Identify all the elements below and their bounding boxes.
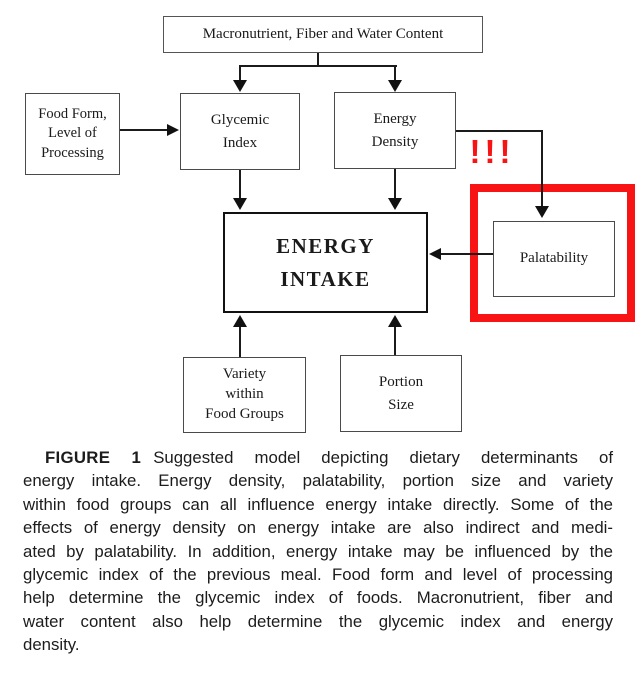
node-label: Glycemic xyxy=(210,112,270,128)
node-food-form: Food Form, Level of Processing xyxy=(25,93,120,175)
arrowhead-variety-intake-icon xyxy=(233,315,247,327)
node-glycemic-index: Glycemic Index xyxy=(180,93,300,170)
caption-line: glycemic index of the previous meal. Foo… xyxy=(23,565,613,585)
arrow-portion-to-intake xyxy=(394,326,396,355)
node-palatability: Palatability xyxy=(493,221,615,297)
arrowhead-energydensity-intake-icon xyxy=(388,198,402,210)
caption-line: FIGURE 1 Suggested model depicting dietar… xyxy=(23,446,613,469)
node-label: Food Groups xyxy=(205,405,284,422)
arrow-macro-stem xyxy=(317,53,319,67)
arrow-energydensity-to-intake xyxy=(394,169,396,199)
arrowhead-to-energy-density-icon xyxy=(388,80,402,92)
arrow-energydensity-elbow-v xyxy=(541,130,543,207)
caption-text: Suggested model depicting dietary determ… xyxy=(153,448,614,467)
node-macronutrient: Macronutrient, Fiber and Water Content xyxy=(163,16,483,53)
node-label: INTAKE xyxy=(280,266,371,291)
node-label: Level of xyxy=(48,125,97,142)
figure-caption: FIGURE 1 Suggested model depicting dietar… xyxy=(23,446,613,657)
node-label: Energy xyxy=(373,111,417,127)
figure-label: FIGURE 1 xyxy=(45,448,142,467)
node-label: within xyxy=(225,386,264,403)
node-label: Macronutrient, Fiber and Water Content xyxy=(202,25,444,42)
node-label: Palatability xyxy=(519,250,589,267)
node-label: ENERGY xyxy=(276,233,375,258)
node-label: Portion xyxy=(378,374,424,390)
arrow-macro-to-glycemic xyxy=(239,65,241,82)
arrow-palatability-to-intake xyxy=(440,253,493,255)
arrow-macro-to-energy-density xyxy=(394,65,396,82)
caption-line: energy intake. Energy density, palatabil… xyxy=(23,471,613,491)
arrow-foodform-to-glycemic xyxy=(120,129,168,131)
arrow-glycemic-to-intake xyxy=(239,170,241,199)
caption-line: within food groups can all influence ene… xyxy=(23,494,613,514)
node-label: Variety xyxy=(222,366,267,383)
node-label: Index xyxy=(222,134,258,151)
node-label: Density xyxy=(371,133,419,150)
arrowhead-to-glycemic-icon xyxy=(233,80,247,92)
caption-line: effects of energy density on energy inta… xyxy=(23,518,613,538)
caption-line: water content also help determine the gl… xyxy=(23,611,613,631)
node-energy-density: Energy Density xyxy=(334,92,456,169)
exclamation-annotation: !!! xyxy=(469,133,515,170)
arrow-energydensity-elbow-h xyxy=(456,130,543,132)
node-label: Size xyxy=(388,396,414,413)
arrowhead-to-palatability-icon xyxy=(535,206,549,218)
arrowhead-glycemic-intake-icon xyxy=(233,198,247,210)
caption-line: ated by palatability. In addition, energ… xyxy=(23,541,613,561)
arrowhead-foodform-icon xyxy=(167,124,179,136)
caption-line: density. xyxy=(23,635,80,655)
caption-line: help determine the glycemic index of foo… xyxy=(23,588,613,608)
node-portion-size: Portion Size xyxy=(340,355,462,432)
arrowhead-palatability-intake-icon xyxy=(429,248,441,260)
arrow-variety-to-intake xyxy=(239,326,241,357)
node-variety: Variety within Food Groups xyxy=(183,357,306,433)
node-label: Food Form, xyxy=(38,106,107,123)
arrow-macro-branch xyxy=(239,65,397,67)
node-energy-intake: ENERGY INTAKE xyxy=(223,212,428,313)
arrowhead-portion-intake-icon xyxy=(388,315,402,327)
node-label: Processing xyxy=(41,144,104,161)
